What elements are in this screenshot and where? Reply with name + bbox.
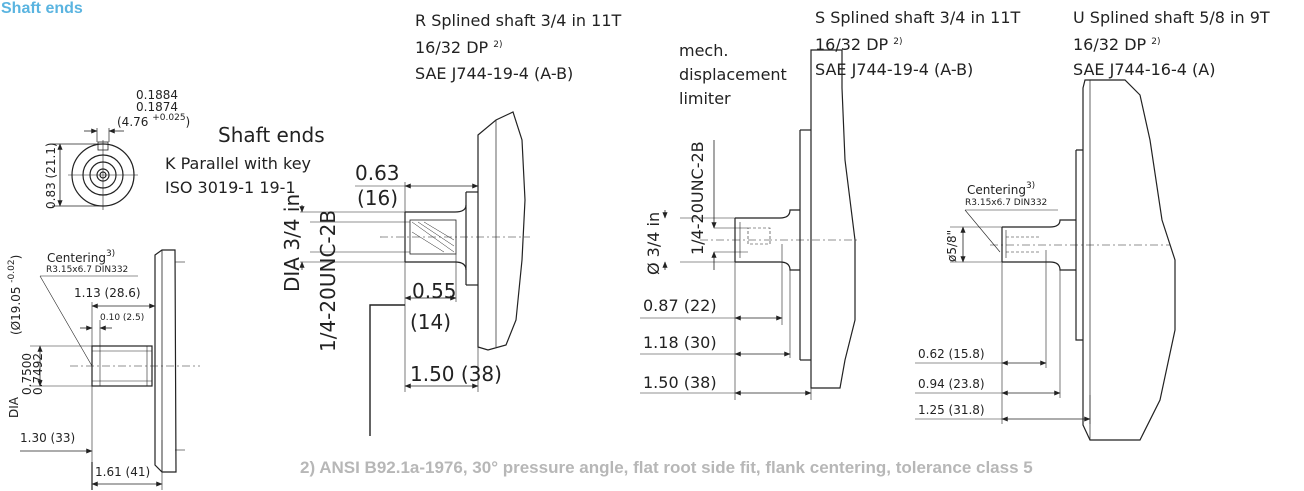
u-centering-spec: R3.15x6.7 DIN332 bbox=[965, 198, 1048, 208]
u-title-line2: 16/32 DP 2) bbox=[1073, 35, 1161, 54]
s-limiter-line1: mech. bbox=[679, 41, 729, 60]
r-dim-055-mm: (14) bbox=[410, 310, 452, 334]
s-title-line2: 16/32 DP 2) bbox=[815, 35, 903, 54]
r-dia-label: DIA 3/4 in bbox=[280, 193, 304, 292]
k-centering-spec: R3.15x6.7 DIN332 bbox=[46, 265, 129, 275]
u-dia-label: ø5/8" bbox=[945, 229, 959, 262]
s-side-view bbox=[640, 49, 860, 400]
k-end-view bbox=[52, 128, 138, 210]
section-title: Shaft ends bbox=[1, 0, 83, 17]
s-thread: 1/4-20UNC-2B bbox=[688, 141, 707, 255]
u-dim-125: 1.25 (31.8) bbox=[918, 403, 985, 417]
k-height-dim: 0.83 (21.1) bbox=[44, 142, 58, 209]
k-heading: Shaft ends bbox=[218, 123, 325, 147]
s-dia-label: Ø 3/4 in bbox=[644, 211, 663, 275]
r-dim-063-mm: (16) bbox=[357, 186, 399, 210]
k-key-width-metric: (4.76 +0.025) bbox=[117, 113, 191, 129]
s-dim-118: 1.18 (30) bbox=[643, 333, 717, 352]
r-side-view bbox=[299, 111, 530, 436]
k-key-width-max: 0.1884 bbox=[136, 88, 178, 102]
s-title-line3: SAE J744-19-4 (A-B) bbox=[815, 60, 974, 79]
k-title-line1: K Parallel with key bbox=[165, 154, 311, 173]
u-dim-062: 0.62 (15.8) bbox=[918, 347, 985, 361]
k-key-width-min: 0.1874 bbox=[136, 100, 178, 114]
k-centering: Centering3) bbox=[47, 249, 116, 265]
k-dia-label: DIA bbox=[7, 397, 21, 418]
k-dim-010: 0.10 (2.5) bbox=[100, 313, 145, 323]
r-dim-063: 0.63 bbox=[355, 161, 400, 185]
r-title-line2: 16/32 DP 2) bbox=[415, 38, 503, 57]
r-dim-055: 0.55 bbox=[412, 279, 457, 303]
r-title-line3: SAE J744-19-4 (A-B) bbox=[415, 64, 574, 83]
k-dia-min: 0.7492 bbox=[31, 353, 45, 395]
k-side-view bbox=[20, 249, 200, 490]
u-side-view bbox=[915, 79, 1176, 441]
k-dim-161: 1.61 (41) bbox=[95, 465, 151, 479]
u-title-line1: U Splined shaft 5/8 in 9T bbox=[1073, 8, 1270, 27]
k-dim-130: 1.30 (33) bbox=[20, 431, 76, 445]
u-dim-094: 0.94 (23.8) bbox=[918, 377, 985, 391]
s-dim-087: 0.87 (22) bbox=[643, 296, 717, 315]
r-thread: 1/4-20UNC-2B bbox=[316, 209, 340, 352]
s-limiter-line3: limiter bbox=[679, 89, 731, 108]
r-dim-150: 1.50 (38) bbox=[410, 362, 502, 386]
footnote: 2) ANSI B92.1a-1976, 30° pressure angle,… bbox=[300, 458, 1033, 477]
k-dim-113: 1.13 (28.6) bbox=[74, 286, 141, 300]
k-dia-metric: (Ø19.05 -0.02) bbox=[7, 254, 23, 335]
r-title-line1: R Splined shaft 3/4 in 11T bbox=[415, 11, 622, 30]
s-title-line1: S Splined shaft 3/4 in 11T bbox=[815, 8, 1021, 27]
s-dim-150: 1.50 (38) bbox=[643, 373, 717, 392]
k-title-line2: ISO 3019-1 19-1 bbox=[165, 178, 296, 197]
u-title-line3: SAE J744-16-4 (A) bbox=[1073, 60, 1216, 79]
s-limiter-line2: displacement bbox=[679, 65, 787, 84]
u-centering: Centering3) bbox=[967, 181, 1036, 197]
